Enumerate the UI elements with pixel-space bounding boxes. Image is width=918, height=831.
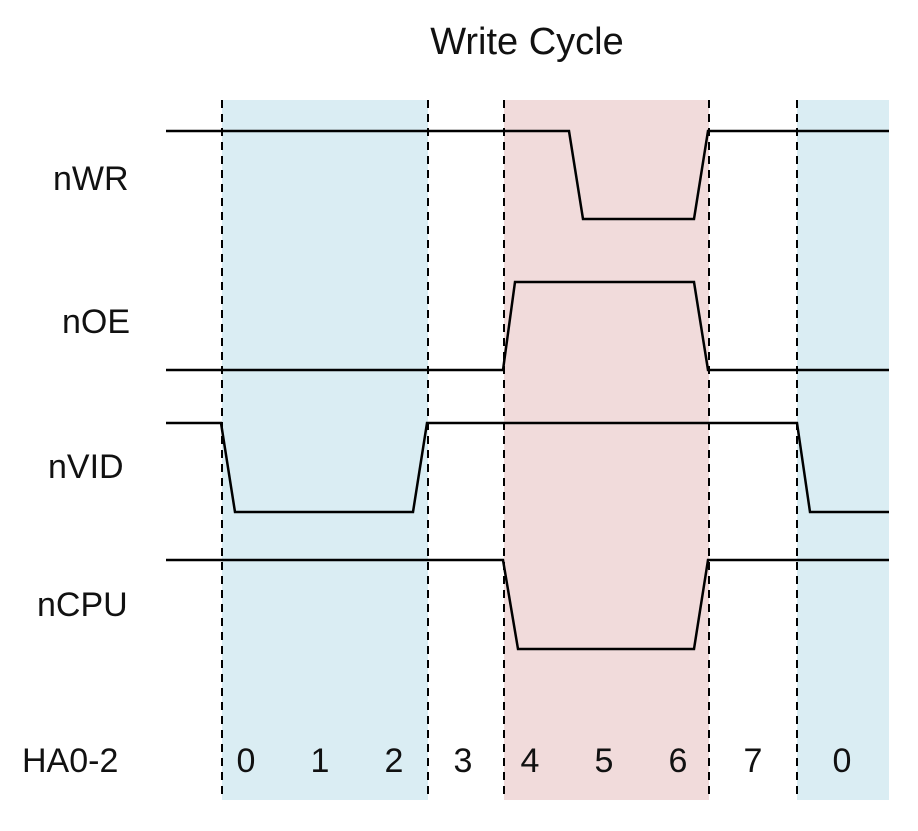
address-value: 6	[669, 742, 688, 780]
signal-label-noe: nOE	[62, 303, 130, 341]
blue-region-right	[797, 100, 889, 800]
address-value: 3	[454, 742, 473, 780]
address-value: 5	[595, 742, 614, 780]
signal-label-ncpu: nCPU	[37, 586, 128, 624]
signal-label-nvid: nVID	[48, 448, 124, 486]
address-value: 7	[744, 742, 763, 780]
address-value: 0	[833, 742, 852, 780]
noe-waveform	[166, 280, 889, 372]
address-value: 1	[311, 742, 330, 780]
nwr-waveform	[166, 129, 889, 221]
blue-region-left	[222, 100, 428, 800]
signal-label-nwr: nWR	[53, 160, 129, 198]
diagram-title: Write Cycle	[430, 21, 624, 63]
ncpu-waveform	[166, 558, 889, 651]
address-value: 4	[521, 742, 540, 780]
red-region-middle	[504, 100, 709, 800]
address-value: 2	[385, 742, 404, 780]
waveforms	[166, 129, 889, 651]
nvid-waveform	[166, 421, 889, 514]
address-value: 0	[237, 742, 256, 780]
boundary-lines	[221, 100, 798, 800]
address-bus-label: HA0-2	[22, 742, 118, 780]
